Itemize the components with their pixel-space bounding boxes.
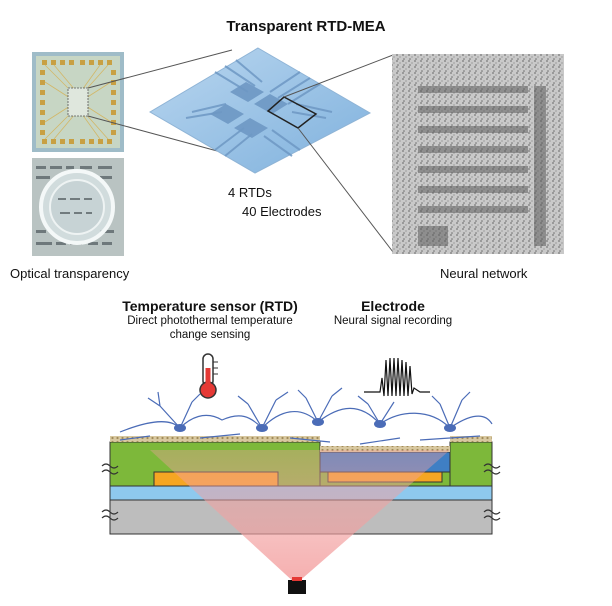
- rtd-desc-line1: Direct photothermal temperature: [127, 315, 293, 327]
- thermometer-icon: [199, 353, 218, 399]
- electrode-count: 40 Electrodes: [242, 204, 322, 219]
- rtd-heading: Temperature sensor (RTD): [122, 298, 298, 314]
- spike-train-icon: [364, 357, 430, 397]
- light-source: [288, 577, 306, 594]
- caption-optical-transparency: Optical transparency: [10, 266, 130, 281]
- neuron-somas: [174, 418, 456, 432]
- light-beam: [150, 450, 450, 584]
- dish-photo: [32, 158, 124, 256]
- rtd-desc-line2: change sensing: [169, 329, 251, 341]
- chip-photo: [32, 52, 124, 152]
- surface-texture-right: [450, 436, 492, 442]
- mea-chip-diamond: [149, 47, 372, 174]
- rtd-count: 4 RTDs: [228, 185, 272, 200]
- surface-texture-mid: [320, 446, 450, 452]
- neurons: [119, 387, 493, 445]
- zoom-lines-chip: [87, 49, 233, 156]
- electrode-heading: Electrode: [361, 298, 425, 314]
- mea-count-label: 4 RTDs 40 Electrodes: [228, 183, 322, 221]
- electrode-desc: Neural signal recording: [333, 315, 453, 327]
- rtd-label-block: Temperature sensor (RTD) Direct photothe…: [110, 298, 310, 342]
- green-insulation-right: [449, 441, 493, 487]
- caption-neural-network: Neural network: [440, 266, 528, 281]
- electrode-label-block: Electrode Neural signal recording: [318, 298, 468, 328]
- figure-title: Transparent RTD-MEA: [226, 18, 386, 35]
- neural-network-image: [392, 54, 564, 254]
- zoom-lines-network: [283, 54, 394, 253]
- surface-texture-left: [110, 436, 320, 442]
